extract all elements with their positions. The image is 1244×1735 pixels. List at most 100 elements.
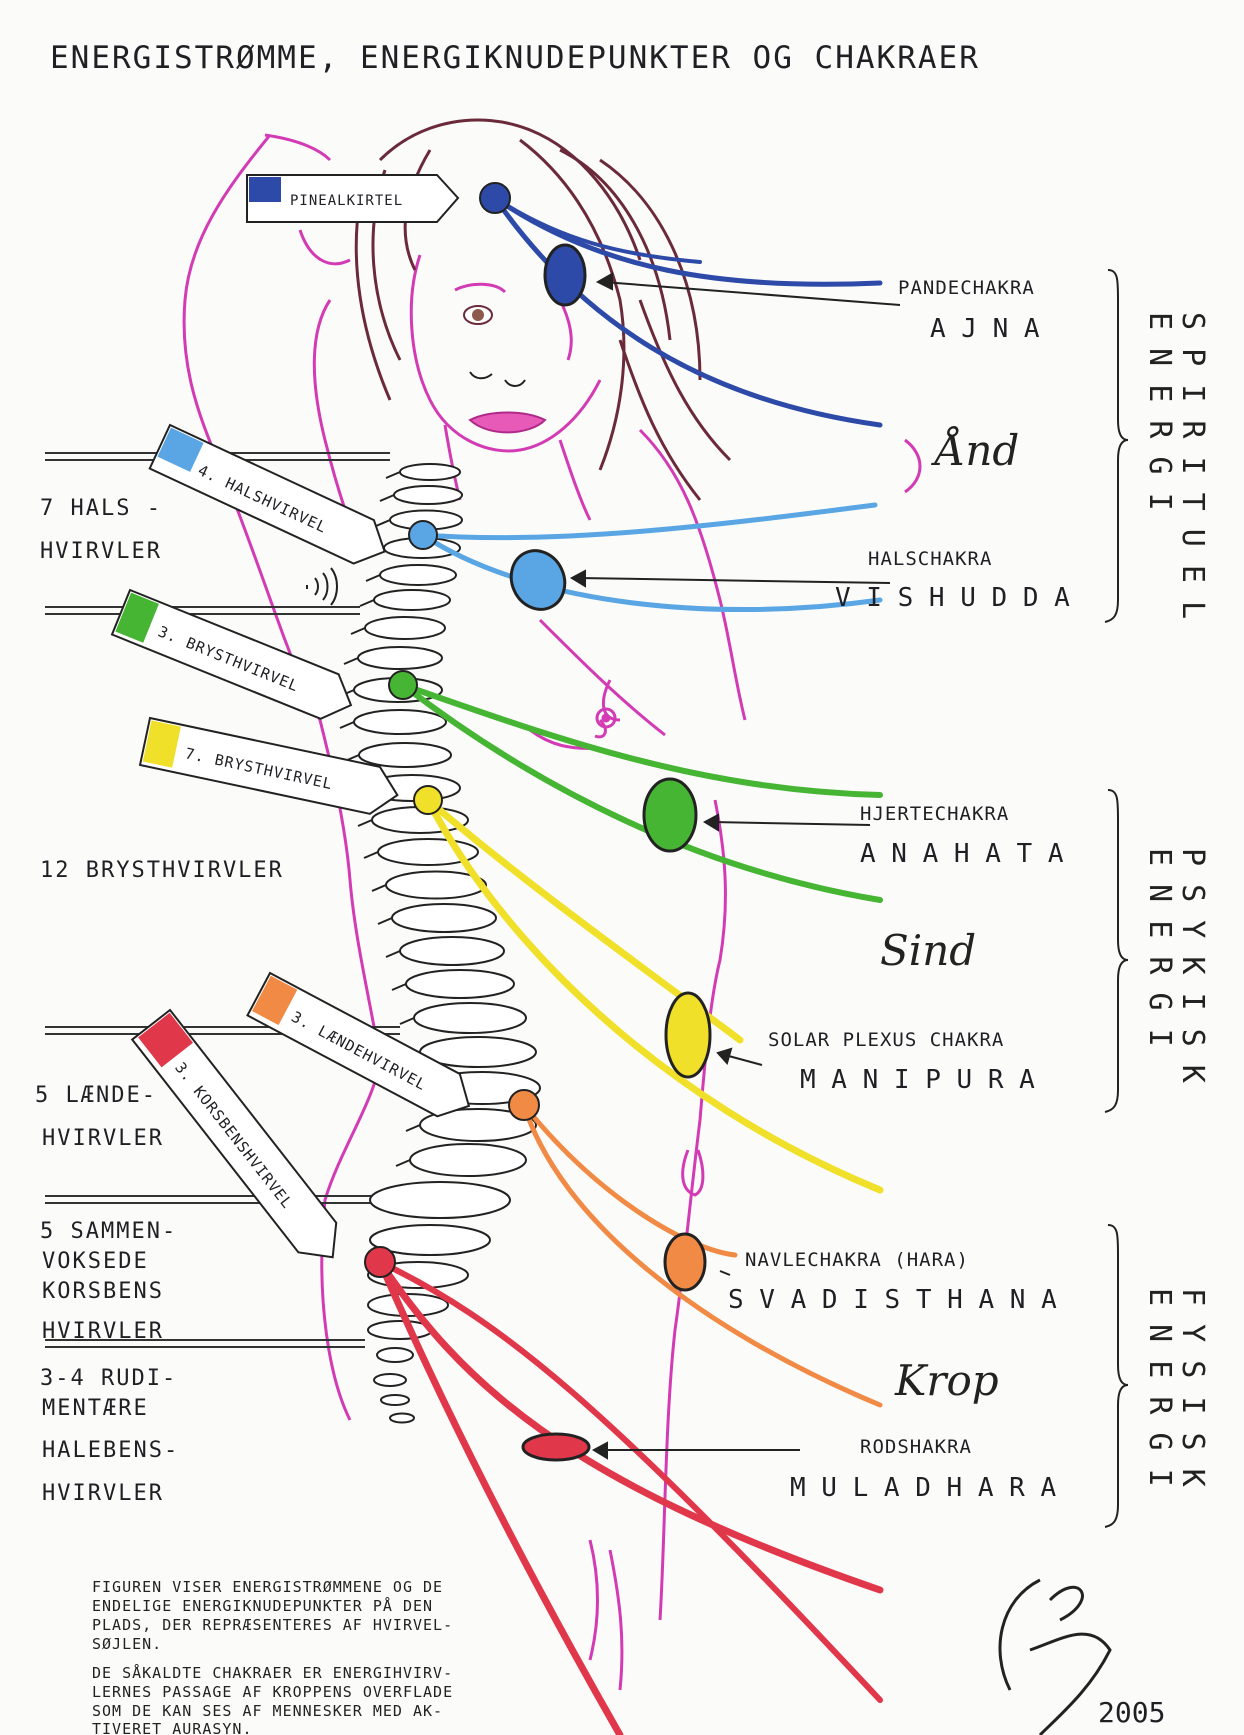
vertebra [374,590,450,610]
physical-sub-label: E N E R G I [1142,1288,1177,1487]
body-details [597,709,703,1195]
vertebra-process [372,885,386,891]
sacrum-label-2: VOKSEDE [42,1249,149,1274]
chakra-disc-vishudda [502,542,574,618]
coccyx-label-2: MENTÆRE [42,1396,149,1421]
vertebra [358,647,442,669]
caption-line-7: SOM DE KAN SES AF MENNESKER MED AK- [92,1702,443,1720]
vertebra [374,1374,406,1386]
chakra-sanskrit-vishudda: V I S H U D D A [835,583,1070,613]
diagram-title: ENERGISTRØMME, ENERGIKNUDEPUNKTER OG CHA… [50,40,980,76]
spirit-paren [905,440,920,492]
vertebra [400,464,460,480]
caption-line-2: ENDELIGE ENERGIKNUDEPUNKTER PÅ DEN [92,1596,433,1615]
knot-thoracic7 [414,786,442,814]
vertebra [380,565,456,585]
vertebra-process [386,951,400,957]
vertebra-process [358,820,372,826]
vertebra-process [406,1125,420,1131]
spiritual-sub-label: E N E R G I [1142,312,1177,511]
chakra-sanskrit-anahata: A N A H A T A [860,839,1064,869]
chakra-label-anahata: HJERTECHAKRA [860,803,1009,825]
vertebra [392,904,496,932]
vertebra-process [351,628,365,634]
caption-line-6: LERNES PASSAGE AF KROPPENS OVERFLADE [92,1683,453,1701]
sacrum-label-4: HVIRVLER [42,1319,164,1344]
lumbar-label-1: 5 LÆNDE- [35,1083,157,1108]
vertebra-process [386,472,400,478]
level-body: Krop [894,1356,999,1405]
chakra-disc-ajna [545,245,585,305]
vertebra-process [366,575,380,581]
vertebra [414,1003,526,1033]
chakra-disc-anahata [644,779,696,851]
chakra-sanskrit-manipura: M A N I P U R A [800,1065,1035,1095]
vertebra-process [340,722,354,728]
tag-pineal-label: PINEALKIRTEL [290,193,403,209]
coccyx-label-1: 3-4 RUDI- [40,1366,177,1391]
chakra-label-svadisthana: NAVLECHAKRA (HARA) [745,1249,969,1271]
vertebra-process [400,1018,414,1024]
vertebra-process [360,600,374,606]
lips [470,413,545,433]
chakra-label-ajna: PANDECHAKRA [898,277,1035,299]
tag-thoracic3: 3. BRYSTHVIRVEL [112,590,360,727]
vertebra [390,1414,414,1423]
vertebra-process [392,984,406,990]
chakra-disc-muladhara [523,1434,589,1460]
tag-thoracic7: 7. BRYSTHVIRVEL [140,718,402,819]
caption: FIGUREN VISER ENERGISTRØMMENE OG DE ENDE… [92,1578,453,1735]
cervical-label-2: HVIRVLER [40,539,162,564]
sacrum-label-3: KORSBENS [42,1279,164,1304]
knot-sacral [365,1247,395,1277]
signature-initials: F. P. [1004,1619,1072,1659]
chakra-disc-manipura [666,993,710,1077]
caption-line-8: TIVERET AURASYN. [92,1720,253,1735]
vertebra-process [344,658,358,664]
vertebra-process [364,852,378,858]
signature: F. P. 2005 [1000,1580,1165,1735]
chakra-sanskrit-svadisthana: S V A D I S T H A N A [728,1285,1057,1315]
energy-braces [1105,270,1128,1527]
thoracic-label: 12 BRYSTHVIRVLER [40,858,284,883]
vertebra-process [378,918,392,924]
vertebra [365,617,445,639]
vertebra [370,1182,510,1218]
cervical-label-1: 7 HALS - [40,496,162,521]
chakra-disc-svadisthana [665,1234,705,1290]
physical-label: F Y S I S K [1175,1288,1210,1487]
caption-line-1: FIGUREN VISER ENERGISTRØMMENE OG DE [92,1578,443,1596]
vertebra-process [376,520,390,526]
energy-group-labels: S P I R I T U E L E N E R G I P S Y K I … [1142,312,1210,1487]
chakra-sanskrit-muladhara: M U L A D H A R A [790,1473,1056,1503]
tag-pineal: PINEALKIRTEL [247,175,458,222]
face-features [464,306,545,432]
vertebra [359,743,451,767]
psychic-sub-label: E N E R G I [1142,848,1177,1047]
chakra-label-muladhara: RODSHAKRA [860,1436,972,1458]
psychic-label: P S Y K I S K [1175,848,1210,1083]
vertebra [394,486,462,504]
knot-thoracic3 [389,671,417,699]
level-spirit: Ånd [930,425,1019,475]
sound-waves-icon [307,568,337,605]
tag-cervical: 4. HALSHVIRVEL [150,425,395,573]
knot-lumbar [509,1090,539,1120]
coccyx-label-4: HVIRVLER [42,1481,164,1506]
lumbar-label-2: HVIRVLER [42,1126,164,1151]
spiritual-label: S P I R I T U E L [1175,312,1210,619]
vertebra-process [396,1160,410,1166]
vertebra-process [380,495,394,501]
knot-pineal [480,183,510,213]
chakra-sanskrit-ajna: A J N A [930,314,1040,344]
spine-dividers [45,453,400,1347]
knot-cervical [409,521,437,549]
caption-line-4: SØJLEN. [92,1635,162,1653]
spinal-column [340,464,540,1423]
caption-line-3: PLADS, DER REPRÆSENTERES AF HVIRVEL- [92,1616,453,1634]
sacrum-label-1: 5 SAMMEN- [40,1219,177,1244]
caption-line-5: DE SÅKALDTE CHAKRAER ER ENERGIHVIRV- [92,1663,453,1682]
vertebra [377,1348,413,1362]
